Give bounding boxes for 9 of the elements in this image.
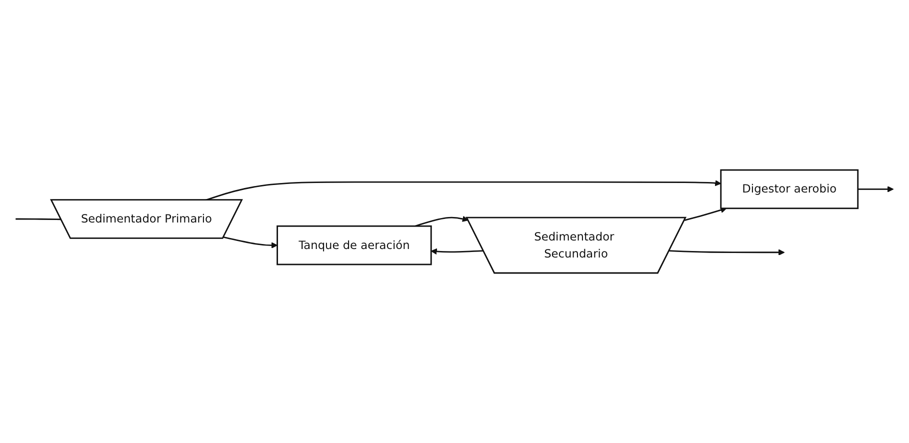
node-box: Tanque de aeración — [276, 225, 432, 266]
arrow — [430, 248, 484, 255]
connector — [16, 218, 62, 220]
arrow — [669, 249, 785, 256]
arrow — [223, 236, 278, 248]
arrow — [414, 216, 468, 227]
arrow — [858, 186, 894, 192]
node-box: Digestor aerobio — [720, 169, 859, 210]
arrow — [684, 207, 727, 221]
